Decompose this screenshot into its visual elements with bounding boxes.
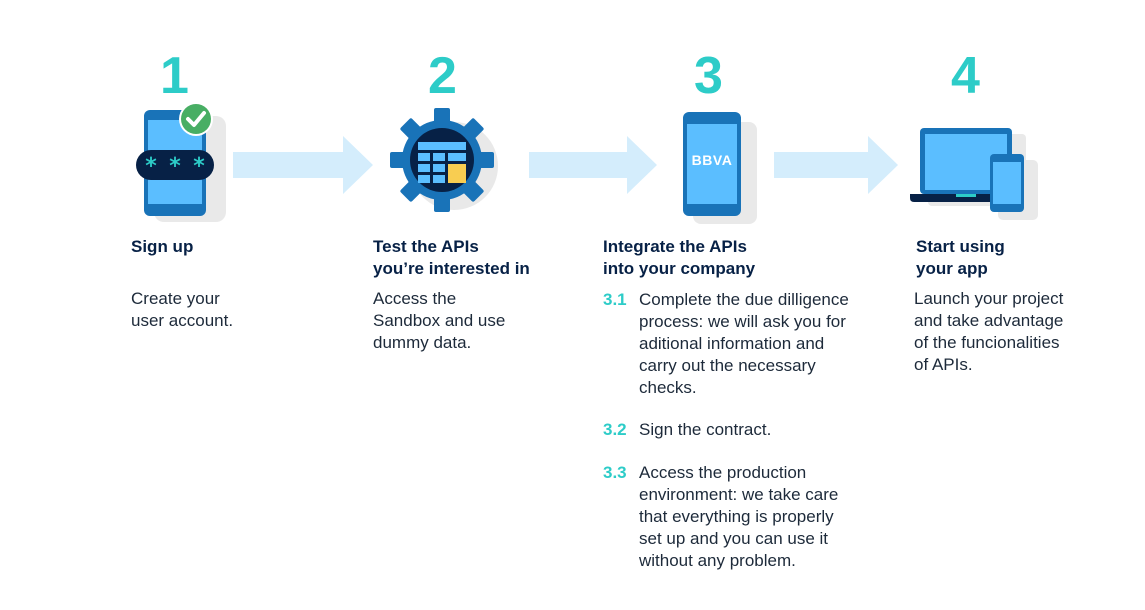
- phone-bbva-icon: BBVA: [683, 110, 759, 226]
- laptop-phone-icon: [910, 128, 1038, 220]
- gear-table-icon: [390, 108, 498, 212]
- step-1-description: Create your user account.: [131, 289, 234, 330]
- step-number-4: 4: [951, 47, 980, 105]
- substep-number: 3.1: [603, 290, 627, 309]
- step-4-title: Start using your app: [916, 237, 1005, 278]
- arrow-right-icon: [233, 136, 373, 194]
- step-number-3: 3: [694, 47, 723, 105]
- bbva-logo: BBVA: [691, 152, 733, 168]
- step-1-title: Sign up: [131, 237, 194, 256]
- step-4-description: Launch your project and take advantage o…: [914, 289, 1064, 374]
- svg-text:*: *: [169, 154, 181, 179]
- arrow-right-icon: [529, 136, 657, 194]
- substep-number: 3.3: [603, 463, 627, 482]
- substep-number: 3.2: [603, 420, 627, 439]
- step-number-2: 2: [428, 47, 457, 105]
- svg-text:*: *: [145, 154, 157, 179]
- step-number-1: 1: [160, 47, 189, 105]
- arrow-right-icon: [774, 136, 898, 194]
- substep-text: Access the production environment: we ta…: [639, 463, 839, 570]
- step-3-title: Integrate the APIs into your company: [603, 237, 756, 278]
- substep-text: Complete the due dilligence process: we …: [639, 290, 849, 397]
- substep-text: Sign the contract.: [639, 420, 772, 439]
- step-2-title: Test the APIs you’re interested in: [373, 237, 530, 278]
- phone-password-check-icon: * * *: [136, 102, 226, 222]
- svg-text:*: *: [193, 154, 205, 179]
- step-2-description: Access the Sandbox and use dummy data.: [373, 289, 506, 352]
